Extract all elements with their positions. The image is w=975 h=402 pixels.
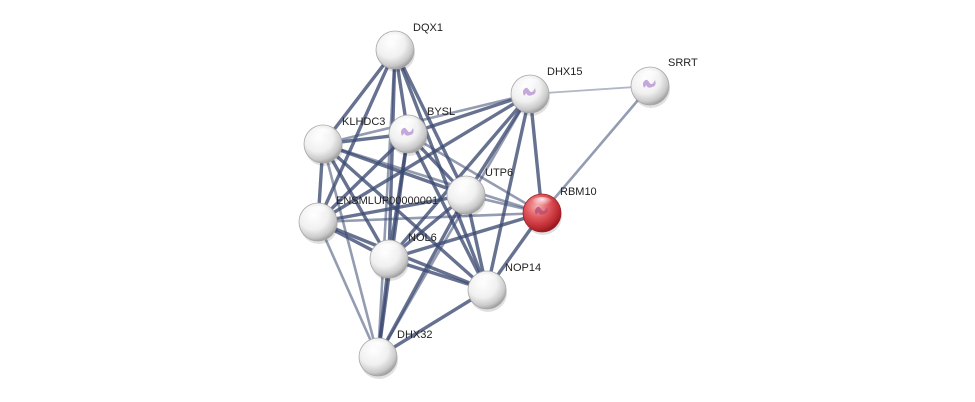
edge-nol6-rbm10 [387,211,544,261]
node-label: BYSL [427,106,455,118]
node-label: NOL6 [408,232,437,244]
node-highlight [519,78,541,90]
node-nop14[interactable]: NOP14 [467,262,541,312]
node-ensmlup00000001[interactable]: ENSMLUP00000001 [298,195,438,244]
edge-dhx15-ensmlup00000001 [316,92,532,224]
edge-dhx15-srrt [529,85,651,95]
edge-srrt-rbm10 [540,84,652,215]
edge-bysl-ensmlup00000001 [316,132,410,224]
node-highlight [384,34,406,46]
edge-ensmlup00000001-dhx32 [316,220,380,359]
edge-dhx15-klhdc3 [321,92,532,146]
node-highlight [397,118,419,130]
node-label: DHX15 [547,66,582,78]
node-highlight [307,206,329,218]
edge-layer [316,48,652,359]
node-bysl[interactable]: BYSL [388,106,455,156]
node-highlight [531,197,553,209]
edge-dhx15-nol6 [387,92,532,261]
node-label: SRRT [668,57,698,69]
node-label: ENSMLUP00000001 [336,195,438,207]
edge-utp6-ensmlup00000001 [316,193,468,224]
node-highlight [378,243,400,255]
node-label: UTP6 [485,167,513,179]
node-label: KLHDC3 [342,116,385,128]
node-highlight [455,179,477,191]
edge-ensmlup00000001-rbm10 [316,211,544,224]
node-srrt[interactable]: SRRT [630,57,698,108]
node-highlight [639,70,661,82]
edge-klhdc3-nop14 [321,142,489,292]
node-highlight [367,341,389,353]
node-klhdc3[interactable]: KLHDC3 [303,116,385,166]
node-label: DQX1 [413,22,443,34]
edge-dhx15-rbm10 [528,92,544,215]
node-label: RBM10 [560,186,597,198]
node-label: NOP14 [505,262,541,274]
edge-nop14-dhx32 [376,288,489,359]
edge-dqx1-klhdc3 [321,48,397,146]
node-dqx1[interactable]: DQX1 [375,22,443,72]
node-dhx15[interactable]: DHX15 [510,66,582,116]
node-label: DHX32 [397,329,432,341]
edge-dhx15-bysl [406,92,532,136]
edge-klhdc3-rbm10 [321,142,544,215]
node-rbm10[interactable]: RBM10 [522,186,597,235]
edge-klhdc3-nol6 [321,142,391,261]
node-highlight [312,128,334,140]
edge-bysl-rbm10 [406,132,544,215]
edge-dqx1-dhx32 [376,48,397,359]
protein-structure-icon [401,127,414,136]
node-nol6[interactable]: NOL6 [369,232,437,281]
protein-structure-icon [535,206,548,215]
edge-dqx1-utp6 [393,48,468,197]
node-highlight [476,274,498,286]
node-utp6[interactable]: UTP6 [446,167,513,217]
edge-klhdc3-dhx32 [321,142,380,359]
node-dhx32[interactable]: DHX32 [358,329,432,379]
protein-structure-icon [523,87,536,96]
edge-utp6-dhx32 [376,193,468,359]
protein-structure-icon [643,79,656,88]
